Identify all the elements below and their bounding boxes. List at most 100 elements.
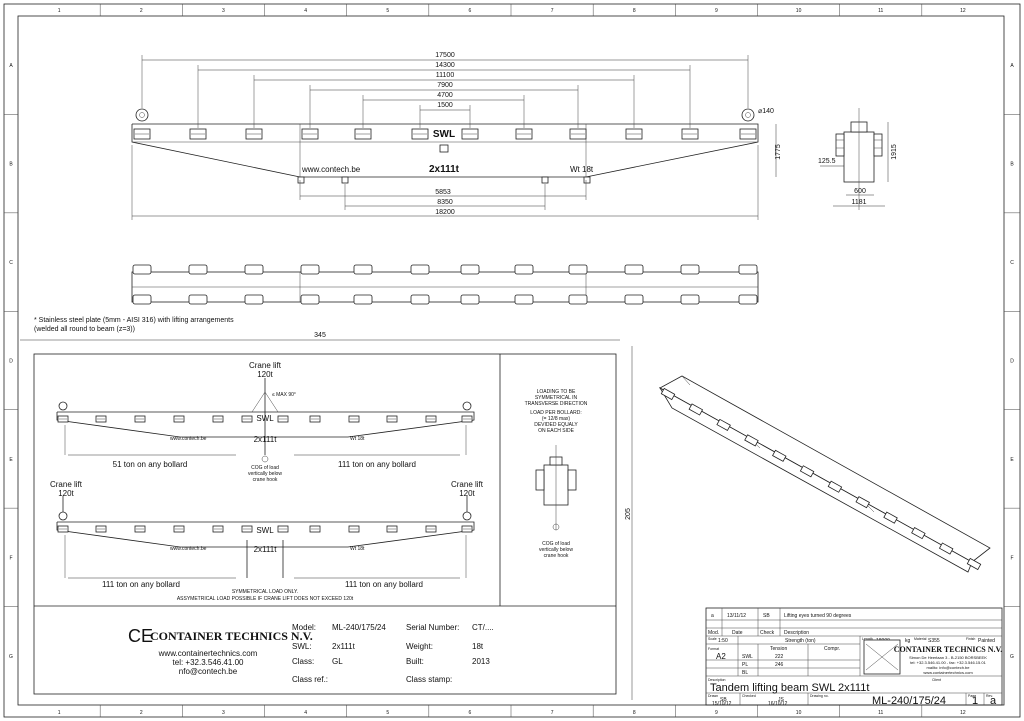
frame-col-label: 5 xyxy=(386,710,389,716)
tb-drawn-label: Drawn xyxy=(708,694,718,698)
sheet-frame xyxy=(3,3,1021,718)
frame-row-label: D xyxy=(9,359,13,365)
tb-material-label: Material xyxy=(914,637,927,641)
plan-bollard-top xyxy=(132,264,152,275)
frame-col-label: 12 xyxy=(960,8,966,14)
iso-bollards xyxy=(660,387,982,571)
plan-bollard-bottom xyxy=(624,294,644,305)
iso-bollard xyxy=(966,557,982,571)
plan-bollard-bottom xyxy=(188,294,208,305)
tb-rev-check: SB xyxy=(763,613,770,619)
plan-bollard-top xyxy=(410,264,430,275)
tb-h-date: Date xyxy=(732,630,743,636)
plate-serial: CT/.... xyxy=(472,623,494,632)
beam-weight-label: Wt 18t xyxy=(570,165,594,174)
plan-bollard-bottom xyxy=(738,294,758,305)
plan-bollard-bottom xyxy=(244,294,264,305)
ce-mark: CE xyxy=(128,626,153,646)
tb-format: A2 xyxy=(716,652,726,661)
plan-bollard-top xyxy=(188,264,208,275)
iso-bollard xyxy=(660,387,676,401)
frame-row-label: F xyxy=(9,555,12,561)
tb-page: 1 xyxy=(972,695,978,707)
frame-row-label: E xyxy=(9,457,13,463)
frame-col-label: 2 xyxy=(140,8,143,14)
company-tel: tel: +32.3.546.41.00 xyxy=(173,658,245,667)
frame-row-label: G xyxy=(1010,654,1014,660)
tb-title: Tandem lifting beam SWL 2x111t xyxy=(710,682,869,694)
tb-logo-name: CONTAINER TECHNICS N.V. xyxy=(894,645,1002,654)
dim-11100: 11100 xyxy=(436,72,455,79)
note-line-1: * Stainless steel plate (5mm - AISI 316)… xyxy=(34,317,234,324)
bottom-dimensions: 5853 8350 18200 xyxy=(131,145,759,220)
case1-swl: SWL xyxy=(256,414,274,423)
tb-swl-row: SWL xyxy=(742,654,753,660)
beam-swl-label: SWL xyxy=(433,129,455,140)
transverse-note-6: DEVIDED EQUALY xyxy=(534,422,578,428)
tb-drawn: SB xyxy=(720,697,727,703)
transverse-note-3: TRANSVERSE DIRECTION xyxy=(525,401,588,407)
tb-addr2: tel: +32.3.546.41.00 - fax: +32.3.546.15… xyxy=(910,660,986,665)
case1-weight: Wt 18t xyxy=(350,436,365,442)
iso-bollard xyxy=(827,480,843,493)
dim-1500: 1500 xyxy=(437,102,453,109)
beam-website-label: www.contech.be xyxy=(301,165,361,174)
transverse-note-7: ON EACH SIDE xyxy=(538,428,575,434)
iso-bollard xyxy=(938,542,954,555)
tb-rev-desc: Lifting eyes turned 90 degrees xyxy=(784,613,852,619)
tb-swl-val: 222 xyxy=(775,654,784,660)
frame-col-label: 6 xyxy=(469,710,472,716)
plan-bollard-top xyxy=(514,264,534,275)
plan-bollard-bottom xyxy=(568,294,588,305)
tb-rev-date: 13/11/12 xyxy=(727,613,746,619)
case2-load-left: 111 ton on any bollard xyxy=(102,580,180,589)
case2-symmetry-2: ASSYMETRICAL LOAD POSSIBLE IF CRANE LIFT… xyxy=(177,596,354,602)
transverse-cog-2: vertically below xyxy=(539,547,573,553)
iso-bollard xyxy=(744,434,759,447)
dim-8350: 8350 xyxy=(437,199,453,206)
frame-col-label: 4 xyxy=(304,710,307,716)
plan-bollard-top xyxy=(738,264,758,275)
plan-bollard-top xyxy=(353,264,373,275)
plan-bollard-bottom xyxy=(410,294,430,305)
plan-bollard-bottom xyxy=(353,294,373,305)
tb-compr: Compr. xyxy=(824,646,840,652)
case2-symmetry-1: SYMMETRICAL LOAD ONLY. xyxy=(232,589,298,595)
tb-h-mod: Mod. xyxy=(708,630,719,636)
tb-client-label: Client xyxy=(932,678,941,682)
frame-col-label: 1 xyxy=(58,710,61,716)
bollard-row-plan xyxy=(132,264,758,305)
case2-capacity: 2x111t xyxy=(254,545,278,554)
bollard-row-top xyxy=(133,128,757,140)
side-dim-1181: 1181 xyxy=(851,199,866,206)
plate-swl-label: SWL: xyxy=(292,642,312,651)
tb-addr3: mailto: info@contech.be xyxy=(927,665,971,670)
transverse-note-1: LOADING TO BE xyxy=(537,389,576,395)
plan-bollard-bottom xyxy=(460,294,480,305)
iso-bollard xyxy=(716,418,731,431)
plate-serial-label: Serial Number: xyxy=(406,623,459,632)
frame-col-label: 1 xyxy=(58,8,61,14)
tb-kg: kg xyxy=(905,638,911,644)
top-dimensions: 17500 14300 11100 7900 4700 1500 xyxy=(141,52,749,128)
plate-class: GL xyxy=(332,657,343,666)
iso-bollard xyxy=(799,465,815,478)
case1-max-angle: ≤ MAX 90° xyxy=(272,392,296,398)
case1-load-right: 111 ton on any bollard xyxy=(338,460,416,469)
plan-bollard-top xyxy=(460,264,480,275)
plan-bollard-bottom xyxy=(514,294,534,305)
frame-col-label: 12 xyxy=(960,710,966,716)
detail-height-dim: 205 xyxy=(625,508,632,520)
tb-length-label: Length xyxy=(862,637,873,641)
tb-checked-label: Checked xyxy=(742,694,756,698)
frame-row-label: C xyxy=(1010,260,1014,266)
frame-col-label: 8 xyxy=(633,8,636,14)
tb-strength: Strength (ton) xyxy=(785,638,816,644)
tb-addr4: www.containertechnics.com xyxy=(923,670,973,675)
case1-cog-2: vertically below xyxy=(248,471,282,477)
dim-17500: 17500 xyxy=(435,52,455,59)
tb-h-check: Check xyxy=(760,630,775,636)
transverse-note-5: (= 12/8 max) xyxy=(542,416,571,422)
